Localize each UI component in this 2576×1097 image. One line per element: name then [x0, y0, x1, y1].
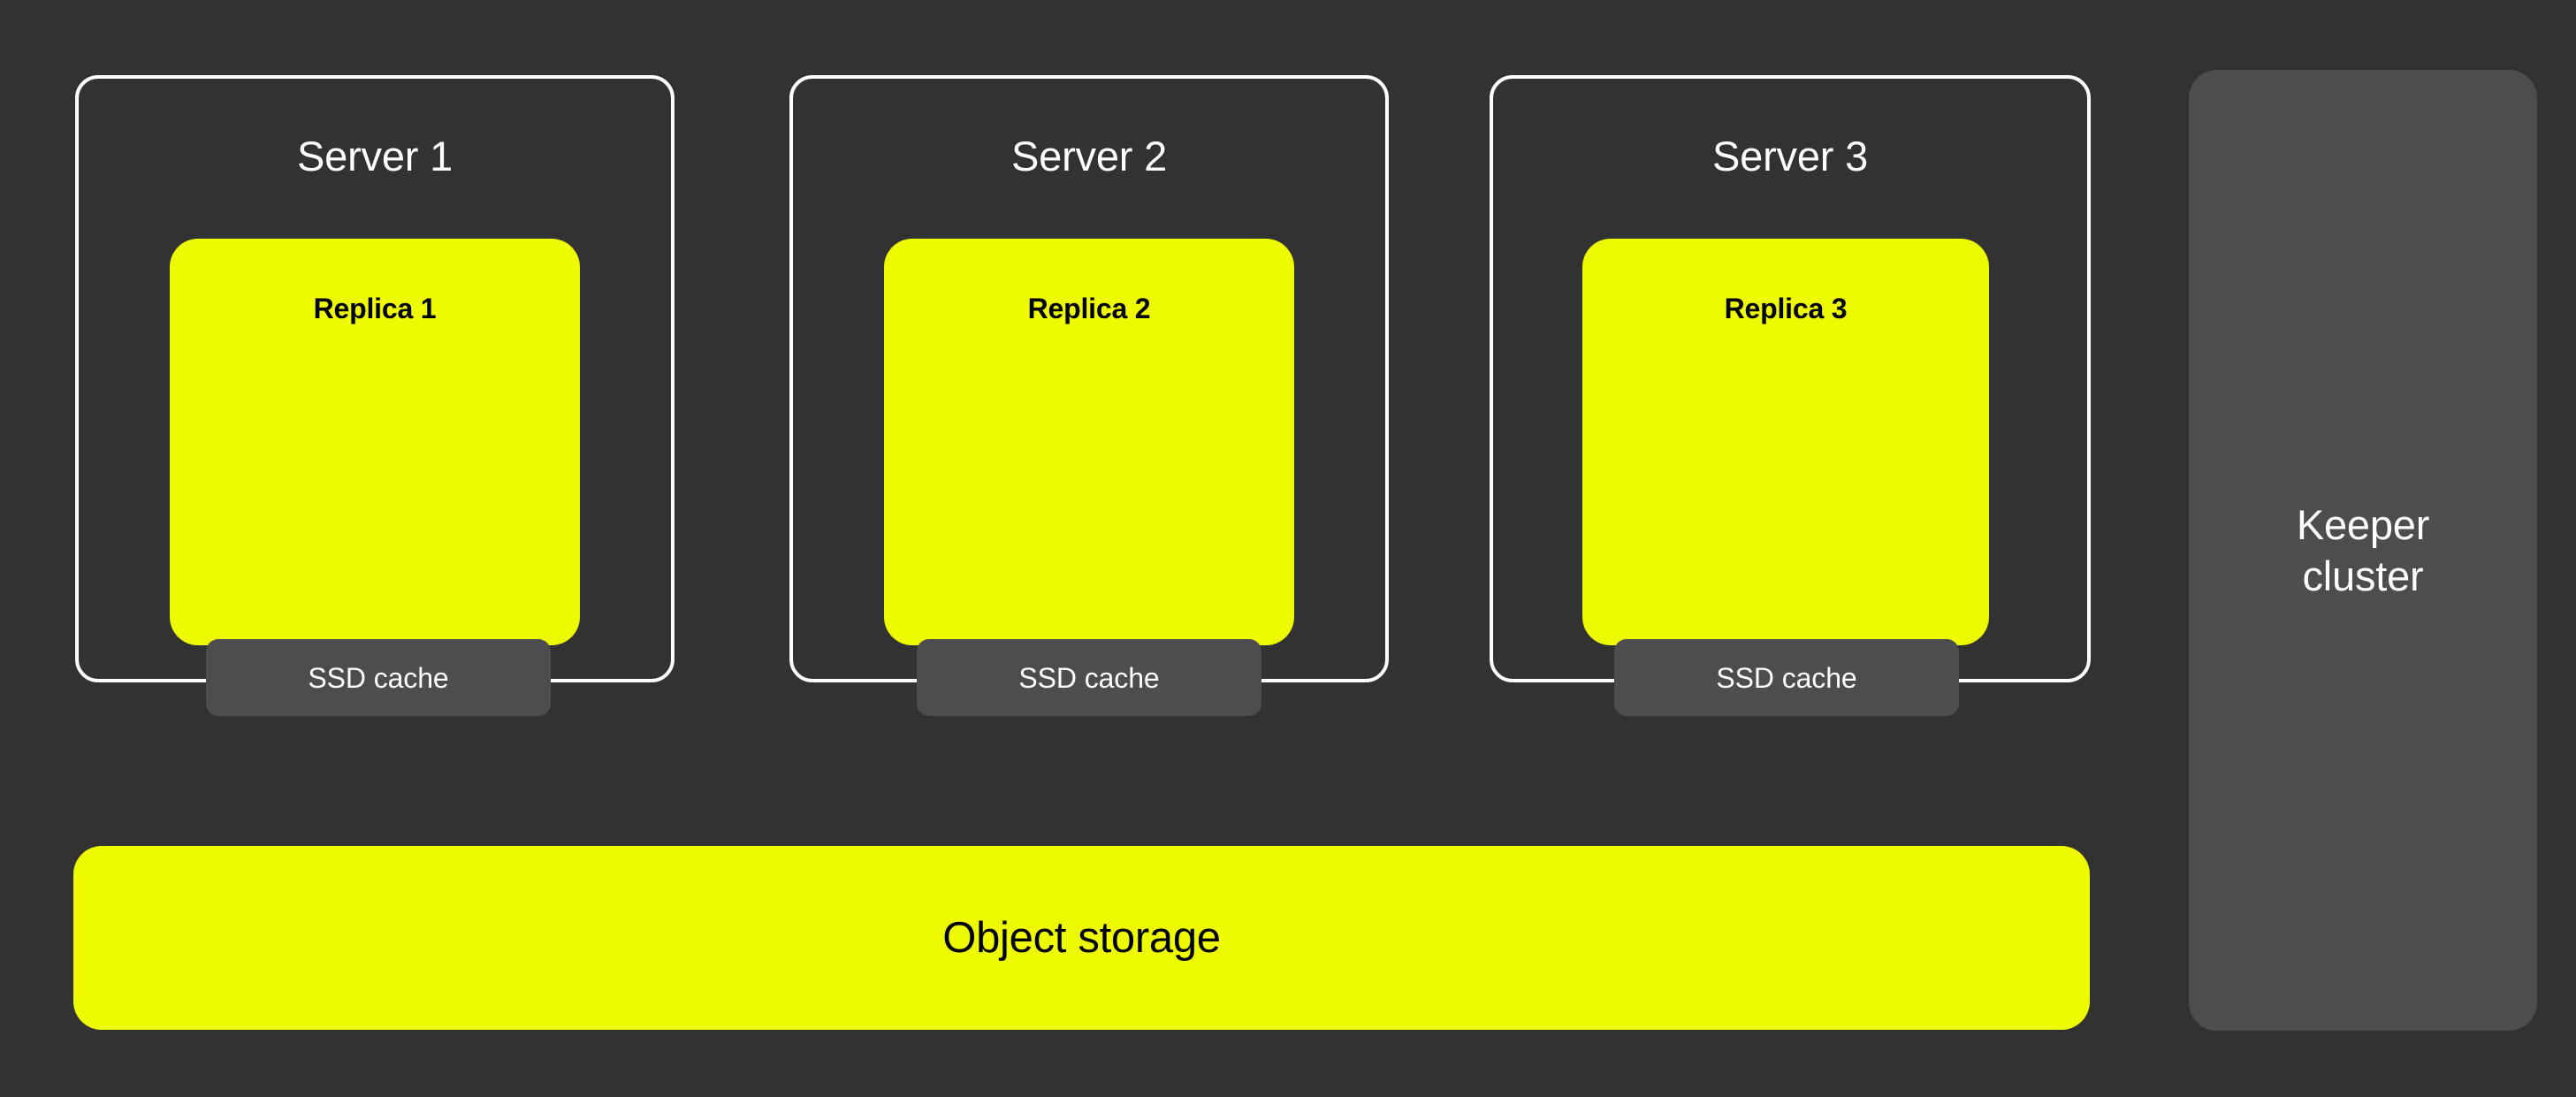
object-storage-box[interactable]: Object storage [73, 846, 2090, 1030]
replica-box-2[interactable]: Replica 2 [884, 239, 1294, 645]
replica-box-1[interactable]: Replica 1 [170, 239, 580, 645]
replica-label-3: Replica 3 [1724, 293, 1848, 324]
ssd-cache-3[interactable]: SSD cache [1614, 639, 1959, 716]
ssd-cache-2[interactable]: SSD cache [917, 639, 1261, 716]
replica-label-2: Replica 2 [1027, 293, 1151, 324]
keeper-cluster-label-line-1: Keeper [2296, 501, 2430, 549]
replica-label-1: Replica 1 [313, 293, 437, 324]
keeper-cluster-panel[interactable]: Keeper cluster [2189, 70, 2537, 1031]
keeper-cluster-label-line-2: cluster [2302, 552, 2424, 599]
server-title-2: Server 2 [1010, 133, 1168, 179]
ssd-cache-label-3: SSD cache [1716, 661, 1857, 694]
object-storage-label: Object storage [942, 913, 1221, 962]
ssd-cache-1[interactable]: SSD cache [206, 639, 551, 716]
keeper-cluster-label: Keeper cluster [2296, 499, 2430, 601]
ssd-cache-label-2: SSD cache [1018, 661, 1160, 694]
replica-box-3[interactable]: Replica 3 [1582, 239, 1989, 645]
server-title-1: Server 1 [296, 133, 453, 179]
server-title-3: Server 3 [1711, 133, 1869, 179]
ssd-cache-label-1: SSD cache [308, 661, 449, 694]
